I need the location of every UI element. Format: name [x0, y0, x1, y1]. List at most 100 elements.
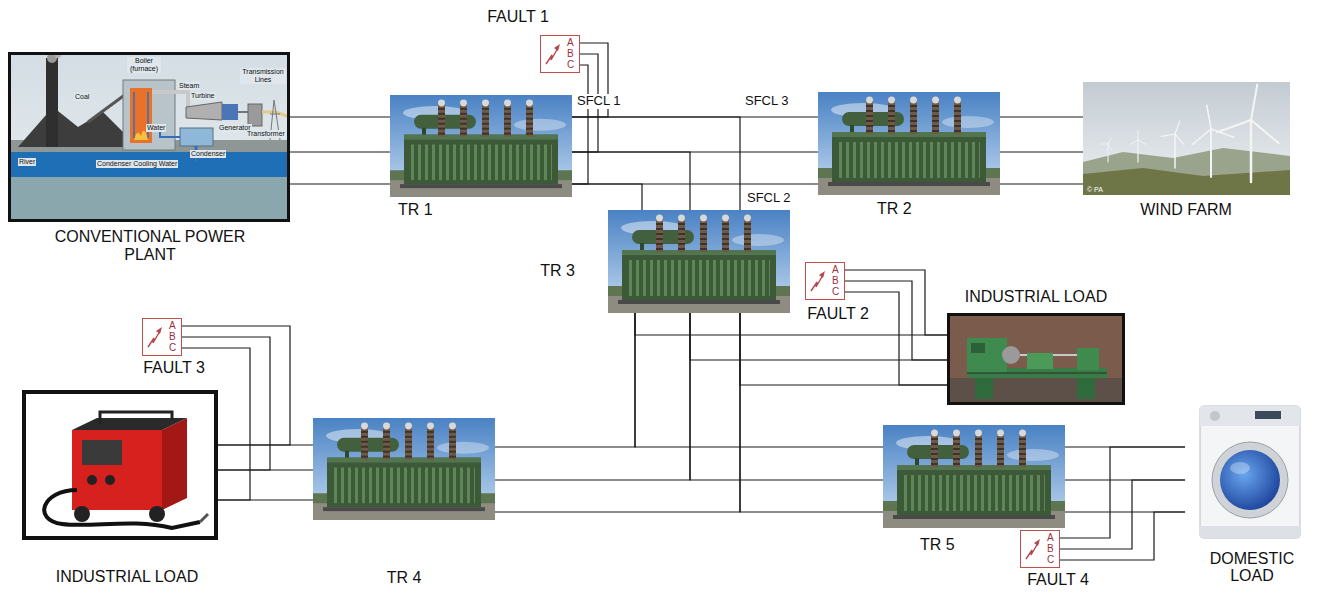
transformer-photo	[313, 418, 495, 520]
three-phase-line	[572, 117, 740, 210]
fault-block: FAULT 2ABC	[805, 262, 845, 300]
sfcl-label: SFCL 2	[746, 191, 792, 206]
wind-farm-photo	[1217, 120, 1251, 132]
text-slot: SFCL 2	[746, 191, 792, 206]
power-plant-illustration	[180, 128, 213, 146]
text-slot: TR 5	[920, 536, 955, 554]
washing-machine-photo	[1185, 398, 1315, 546]
phase-letter: B	[1047, 543, 1054, 554]
welder-photo	[24, 392, 216, 538]
power-plant-illustration	[186, 102, 222, 120]
wind-farm-photo	[1174, 134, 1176, 168]
washing-machine-photo	[1255, 411, 1281, 419]
power-plant-illustration	[8, 177, 290, 222]
lathe-photo	[1027, 353, 1053, 369]
text-slot: Transmission Lines	[240, 68, 286, 84]
welder-photo	[149, 506, 165, 522]
welder-photo	[87, 475, 97, 485]
welder-photo	[200, 514, 208, 522]
load-box: INDUSTRIAL LOAD	[22, 390, 218, 540]
wind-farm-photo	[1175, 134, 1184, 145]
washing-machine-photo	[1200, 406, 1300, 538]
transformer-label: TR 2	[877, 200, 912, 218]
wind-farm-photo	[1161, 134, 1175, 136]
power-plant-illustration	[134, 131, 148, 140]
washing-machine-photo	[1200, 526, 1300, 538]
fault-symbol	[1026, 539, 1040, 559]
transformer-photo	[608, 210, 790, 313]
transformer-photo	[883, 425, 1065, 528]
phase-letter: C	[169, 342, 176, 353]
transformer-label: TR 1	[398, 201, 433, 219]
power-plant-illustration	[8, 52, 290, 222]
load-box: DOMESTIC LOAD	[1185, 398, 1315, 546]
phase-letter: B	[169, 331, 176, 342]
text-slot: Condenser Cooling Water	[96, 160, 178, 168]
phase-letter: A	[567, 37, 574, 48]
phase-letter: A	[1047, 532, 1054, 543]
three-phase-line	[218, 445, 313, 500]
part-label: River	[18, 158, 36, 166]
washing-machine-photo	[1185, 398, 1315, 546]
load-label: INDUSTRIAL LOAD	[965, 288, 1108, 306]
power-plant-illustration	[8, 52, 290, 222]
transformer-photo	[390, 95, 572, 197]
text-slot: C	[567, 59, 574, 70]
text-slot: Coal	[74, 93, 90, 101]
sfcl-label: SFCL 3	[744, 94, 790, 109]
three-phase-line	[1000, 117, 1083, 184]
phase-letter: C	[567, 59, 574, 70]
part-label: Turbine	[190, 92, 215, 100]
fault-label: FAULT 2	[807, 305, 869, 323]
power-plant-illustration	[248, 104, 262, 126]
transformer-box: TR 5	[883, 425, 1065, 528]
fault-symbol	[811, 271, 825, 291]
sfcl-label: SFCL 1	[576, 94, 622, 109]
text-slot: TR 1	[398, 201, 433, 219]
wind-farm-photo	[1138, 140, 1146, 145]
text-slot: A	[1047, 532, 1054, 543]
washing-machine-photo	[1230, 462, 1250, 474]
phase-letter: C	[1047, 554, 1054, 565]
three-phase-line	[1060, 447, 1185, 560]
text-slot: A	[567, 37, 574, 48]
power-plant-illustration	[238, 111, 248, 113]
wind-farm-photo	[1251, 85, 1257, 121]
plant-label: CONVENTIONAL POWER PLANT	[35, 228, 265, 265]
welder-photo	[100, 412, 172, 424]
wind-farm-photo	[1250, 120, 1253, 182]
text-slot: A	[169, 320, 176, 331]
power-plant-illustration	[222, 104, 238, 120]
text-slot: FAULT 1	[487, 8, 549, 26]
load-label: INDUSTRIAL LOAD	[56, 568, 199, 586]
watermark: © PA	[1086, 186, 1104, 194]
lathe-photo	[947, 313, 1125, 405]
part-label: Water	[146, 124, 166, 132]
text-slot: Turbine	[190, 92, 215, 100]
lathe-photo	[967, 338, 1007, 373]
transformer-label: TR 5	[920, 536, 955, 554]
wind-farm-photo	[1083, 168, 1290, 195]
washing-machine-photo	[1200, 406, 1300, 426]
lathe-photo	[971, 343, 985, 353]
wind-farm-photo	[1108, 144, 1112, 150]
welder-photo	[74, 506, 90, 522]
part-label: Steam	[178, 82, 200, 90]
transformer-label: TR 4	[387, 569, 422, 587]
part-label: Coal	[74, 93, 90, 101]
text-slot: B	[1047, 543, 1054, 554]
text-slot: © PA	[1086, 186, 1104, 194]
lathe-photo	[947, 313, 1125, 405]
text-slot: C	[169, 342, 176, 353]
fault-symbol	[148, 327, 162, 347]
welder-photo	[72, 430, 162, 510]
transformer-box: TR 4	[313, 418, 495, 520]
transformer-box: TR 3	[608, 210, 790, 313]
phase-letter: A	[169, 320, 176, 331]
wind-farm-photo	[1101, 144, 1108, 145]
text-slot: B	[832, 275, 839, 286]
fault-symbol	[546, 44, 560, 64]
wind-farm-photo	[1211, 129, 1234, 137]
